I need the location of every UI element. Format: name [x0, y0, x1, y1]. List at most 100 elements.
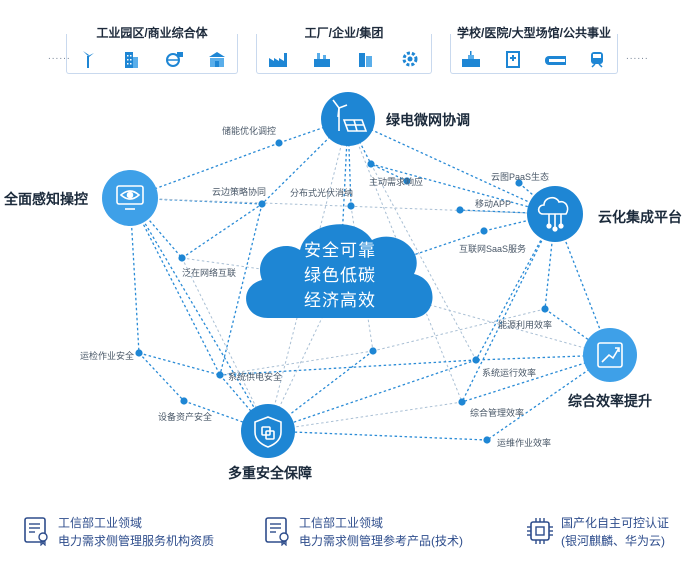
- hospital-icon: [502, 50, 524, 68]
- connection-line: [219, 350, 374, 376]
- point-label-asset-safe: 设备资产安全: [158, 412, 213, 422]
- connection-line: [129, 197, 269, 432]
- connection-line: [267, 359, 477, 432]
- cert-service-qualification: 工信部工业领域 电力需求侧管理服务机构资质: [24, 514, 214, 550]
- center-line-3: 经济高效: [304, 291, 376, 310]
- connection-dot: [456, 206, 464, 214]
- monitor-eye-icon: [116, 185, 144, 210]
- connection-dot: [275, 139, 283, 147]
- wind-solar-icon: [332, 99, 368, 132]
- plant-icon: [311, 50, 333, 68]
- connection-dot: [472, 356, 480, 364]
- connection-line: [267, 401, 463, 432]
- group-bracket: [256, 34, 432, 74]
- group-bracket: [450, 34, 618, 74]
- gear-icon: [399, 50, 421, 68]
- point-label-cloud-edge: 云边策略协同: [212, 187, 267, 197]
- connection-line: [370, 163, 408, 182]
- group-title: 工厂/企业/集团: [298, 24, 390, 42]
- point-label-sys-eff: 系统运行效率: [482, 368, 537, 378]
- connection-dot: [541, 305, 549, 313]
- connection-line: [267, 430, 488, 441]
- cert-line-1: 工信部工业领域: [58, 516, 143, 530]
- point-label-paas: 云图PaaS生态: [491, 172, 550, 182]
- connection-line: [181, 203, 263, 259]
- globe-network-icon: [163, 50, 185, 68]
- node-label-green-power: 绿电微网协调: [386, 112, 470, 128]
- center-line-1: 安全可靠: [304, 241, 376, 260]
- school-icon: [460, 50, 482, 68]
- connection-line: [347, 118, 463, 403]
- point-label-energy-eff: 能源利用效率: [498, 320, 553, 330]
- node-security-circle: [241, 404, 295, 458]
- point-label-pv: 分布式光伏消纳: [290, 188, 354, 198]
- node-label-perception: 全面感知操控: [4, 191, 88, 207]
- center-line-2: 绿色低碳: [304, 266, 376, 285]
- group-title: 工业园区/商业综合体: [90, 24, 214, 42]
- center-cloud: [246, 224, 433, 318]
- chip-icon: [527, 516, 553, 546]
- mall-icon: [206, 50, 228, 68]
- center-cloud-text: 安全可靠 绿色低碳 经济高效: [270, 238, 410, 313]
- connection-dot: [515, 179, 523, 187]
- group-bracket: [66, 34, 238, 74]
- connection-dot: [480, 227, 488, 235]
- point-label-demand: 主动需求响应: [369, 177, 424, 187]
- point-label-iot: 泛在网络互联: [182, 268, 237, 278]
- connection-line: [181, 257, 269, 432]
- cert-line-2: 电力需求侧管理参考产品(技术): [299, 534, 463, 548]
- train-icon: [586, 50, 608, 68]
- connection-dot: [178, 254, 186, 262]
- node-green-power-circle: [321, 92, 375, 146]
- point-label-maint-eff: 运维作业效率: [497, 438, 552, 448]
- connection-dot: [347, 202, 355, 210]
- group-title: 学校/医院/大型场馆/公共事业: [450, 24, 618, 42]
- connection-line: [339, 279, 611, 356]
- stadium-icon: [544, 50, 566, 68]
- certificate-icon: [24, 516, 50, 547]
- connection-line: [370, 163, 556, 215]
- group-factory: 工厂/企业/集团: [256, 24, 432, 74]
- cert-reference-product: 工信部工业领域 电力需求侧管理参考产品(技术): [265, 514, 463, 550]
- cert-domestic-autonomy: 国产化自主可控认证 (银河麒麟、华为云): [527, 514, 669, 550]
- connection-dot: [369, 347, 377, 355]
- group-icons: [256, 50, 432, 68]
- connection-line: [347, 118, 556, 215]
- connection-dot: [483, 436, 491, 444]
- connection-dot: [180, 397, 188, 405]
- point-label-mobile: 移动APP: [475, 199, 512, 209]
- point-label-mgmt-eff: 综合管理效率: [470, 408, 525, 418]
- group-more-left: ......: [48, 51, 71, 62]
- connection-line: [129, 197, 556, 215]
- shield-icon: [254, 416, 282, 448]
- certificate-icon: [265, 516, 291, 547]
- factory-icon: [267, 50, 289, 68]
- chart-trend-icon: [597, 342, 623, 368]
- wind-turbine-icon: [77, 50, 99, 68]
- group-industrial-park: 工业园区/商业综合体: [66, 24, 238, 74]
- node-label-security: 多重安全保障: [228, 465, 312, 481]
- node-label-cloud-platform: 云化集成平台: [598, 209, 682, 225]
- connection-points: [135, 139, 549, 444]
- connection-dot: [258, 200, 266, 208]
- node-perception-circle: [102, 170, 158, 226]
- connection-line: [219, 203, 263, 376]
- connection-dot: [458, 398, 466, 406]
- connection-line: [138, 352, 221, 376]
- point-label-ops-safe: 运检作业安全: [80, 351, 135, 361]
- cert-line-2: (银河麒麟、华为云): [561, 534, 665, 548]
- node-label-efficiency: 综合效率提升: [568, 393, 652, 409]
- group-more-right: ......: [626, 51, 649, 62]
- group-public: 学校/医院/大型场馆/公共事业: [450, 24, 618, 74]
- cloud-network-icon: [537, 196, 569, 232]
- node-efficiency-circle: [583, 328, 637, 382]
- connection-line: [181, 257, 341, 281]
- connection-dot: [367, 160, 375, 168]
- group-icons: [66, 50, 238, 68]
- connection-line: [129, 197, 221, 376]
- point-label-saas: 互联网SaaS服务: [459, 244, 527, 254]
- node-cloud-platform-circle: [527, 186, 583, 242]
- cert-line-1: 国产化自主可控认证: [561, 516, 670, 530]
